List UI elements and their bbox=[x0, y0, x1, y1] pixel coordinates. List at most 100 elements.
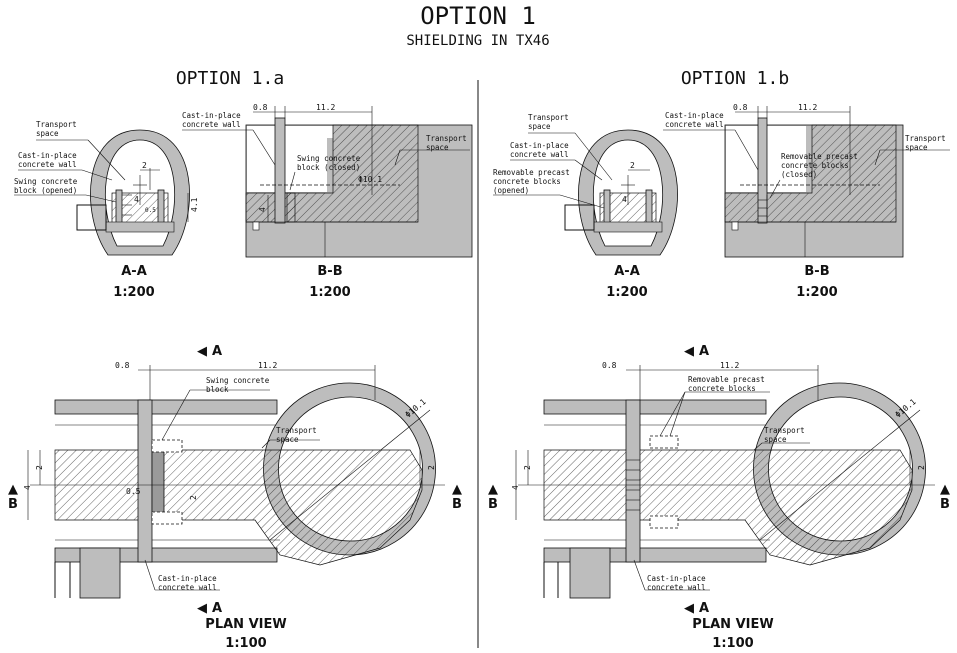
plan-b-dim-1: 0.8 bbox=[602, 361, 617, 370]
bb-b-label-6: Transport bbox=[905, 134, 946, 143]
plan-a-dim-4: 2 bbox=[35, 465, 44, 470]
option-b-section-bb: Cast-in-place concrete wall Removable pr… bbox=[663, 103, 950, 258]
plan-b-mark-a-bottom-label: A bbox=[699, 601, 709, 616]
bb-b-label-1: Cast-in-place bbox=[665, 111, 724, 120]
plan-b-mark-a-top: ◀ bbox=[684, 344, 694, 359]
plan-b-dim-4: 2 bbox=[523, 465, 532, 470]
bb-a-label-2: concrete wall bbox=[182, 120, 241, 129]
page-subtitle: SHIELDING IN TX46 bbox=[406, 33, 549, 49]
option-a-plan-name: PLAN VIEW bbox=[205, 617, 286, 632]
plan-a-mark-a-bottom-label: A bbox=[212, 601, 222, 616]
option-b-plan-name: PLAN VIEW bbox=[692, 617, 773, 632]
aa-a-dim-2: 4 bbox=[134, 195, 139, 204]
aa-a-dim-4: 0.5 bbox=[145, 207, 156, 214]
plan-b-dim-5: 4 bbox=[511, 485, 520, 490]
aa-a-label-2: space bbox=[36, 129, 59, 138]
plan-a-dim-6: 2 bbox=[427, 465, 436, 470]
plan-a-label-5: Cast-in-place bbox=[158, 574, 217, 583]
plan-a-dim-8: 2 bbox=[189, 495, 198, 500]
bb-a-dim-2: 11.2 bbox=[316, 103, 335, 112]
option-a-bb-name: B-B bbox=[317, 264, 342, 279]
aa-b-dim-1: 2 bbox=[630, 161, 635, 170]
plan-a-label-3: Transport bbox=[276, 426, 317, 435]
bb-b-label-2: concrete wall bbox=[665, 120, 724, 129]
plan-a-mark-a-top-label: A bbox=[212, 344, 222, 359]
bb-a-dim-1: 0.8 bbox=[253, 103, 268, 112]
plan-b-mark-b-right: ▲ bbox=[940, 482, 950, 497]
plan-a-label-2: block bbox=[206, 385, 229, 394]
aa-b-label-5: Removable precast bbox=[493, 168, 570, 177]
plan-b-label-1: Removable precast bbox=[688, 375, 765, 384]
aa-a-label-1: Transport bbox=[36, 120, 77, 129]
plan-b-label-2: concrete blocks bbox=[688, 384, 756, 393]
plan-b-dim-2: 11.2 bbox=[720, 361, 739, 370]
bb-a-label-1: Cast-in-place bbox=[182, 111, 241, 120]
plan-a-dim-2: 11.2 bbox=[258, 361, 277, 370]
option-b-plan-view: 0.8 11.2 Φ10.1 2 4 2 Removable precast c… bbox=[511, 361, 935, 599]
plan-a-mark-b-right-label: B bbox=[452, 497, 462, 512]
plan-b-mark-a-top-label: A bbox=[699, 344, 709, 359]
plan-b-mark-a-bottom: ◀ bbox=[684, 601, 694, 616]
option-a-plan-view: 0.8 11.2 Φ10.1 2 4 2 0.5 2 Swing concret… bbox=[23, 361, 445, 599]
aa-a-dim-1: 2 bbox=[142, 161, 147, 170]
aa-b-label-4: concrete wall bbox=[510, 150, 569, 159]
option-a-plan-scale: 1:100 bbox=[225, 636, 266, 651]
plan-a-label-1: Swing concrete bbox=[206, 376, 270, 385]
plan-a-dim-1: 0.8 bbox=[115, 361, 130, 370]
plan-b-label-4: space bbox=[764, 435, 787, 444]
aa-a-label-6: block (opened) bbox=[14, 186, 77, 195]
bb-a-label-4: block (closed) bbox=[297, 163, 360, 172]
plan-b-label-5: Cast-in-place bbox=[647, 574, 706, 583]
page-title: OPTION 1 bbox=[420, 2, 536, 30]
aa-b-dim-2: 4 bbox=[622, 195, 627, 204]
plan-a-mark-a-top: ◀ bbox=[197, 344, 207, 359]
option-b-aa-scale: 1:200 bbox=[606, 285, 647, 300]
plan-b-label-3: Transport bbox=[764, 426, 805, 435]
plan-a-mark-a-bottom: ◀ bbox=[197, 601, 207, 616]
aa-b-label-3: Cast-in-place bbox=[510, 141, 569, 150]
option-b-plan-scale: 1:100 bbox=[712, 636, 753, 651]
aa-b-label-1: Transport bbox=[528, 113, 569, 122]
option-a-title: OPTION 1.a bbox=[176, 68, 284, 89]
aa-a-label-4: concrete wall bbox=[18, 160, 77, 169]
plan-b-mark-b-right-label: B bbox=[940, 497, 950, 512]
option-b-section-aa: Transport space Cast-in-place concrete w… bbox=[493, 113, 678, 256]
option-a-aa-name: A-A bbox=[121, 264, 147, 279]
bb-a-label-5: Transport bbox=[426, 134, 467, 143]
option-a-section-aa: Transport space Cast-in-place concrete w… bbox=[14, 120, 199, 256]
aa-a-label-3: Cast-in-place bbox=[18, 151, 77, 160]
plan-a-label-4: space bbox=[276, 435, 299, 444]
plan-b-mark-b-left: ▲ bbox=[488, 482, 498, 497]
option-a-section-bb: Cast-in-place concrete wall Swing concre… bbox=[182, 103, 473, 258]
plan-b-label-6: concrete wall bbox=[647, 583, 706, 592]
plan-b-dim-6: 2 bbox=[917, 465, 926, 470]
bb-a-dim-3: Φ10.1 bbox=[358, 175, 382, 184]
aa-b-label-7: (opened) bbox=[493, 186, 529, 195]
bb-a-label-6: space bbox=[426, 143, 449, 152]
option-a-bb-scale: 1:200 bbox=[309, 285, 350, 300]
bb-b-label-4: concrete blocks bbox=[781, 161, 849, 170]
plan-a-mark-b-left: ▲ bbox=[8, 482, 18, 497]
option-b-bb-name: B-B bbox=[804, 264, 829, 279]
option-b-title: OPTION 1.b bbox=[681, 68, 789, 89]
bb-b-label-7: space bbox=[905, 143, 928, 152]
option-b-aa-name: A-A bbox=[614, 264, 640, 279]
bb-b-label-5: (closed) bbox=[781, 170, 817, 179]
plan-a-dim-5: 4 bbox=[23, 485, 32, 490]
bb-b-dim-2: 11.2 bbox=[798, 103, 817, 112]
bb-a-dim-4: 4 bbox=[258, 207, 267, 212]
plan-b-mark-b-left-label: B bbox=[488, 497, 498, 512]
plan-a-dim-7: 0.5 bbox=[126, 487, 141, 496]
plan-a-mark-b-left-label: B bbox=[8, 497, 18, 512]
plan-a-mark-b-right: ▲ bbox=[452, 482, 462, 497]
plan-a-label-6: concrete wall bbox=[158, 583, 217, 592]
bb-b-dim-1: 0.8 bbox=[733, 103, 748, 112]
aa-b-label-2: space bbox=[528, 122, 551, 131]
bb-a-label-3: Swing concrete bbox=[297, 154, 361, 163]
option-a-aa-scale: 1:200 bbox=[113, 285, 154, 300]
option-b-bb-scale: 1:200 bbox=[796, 285, 837, 300]
aa-b-label-6: concrete blocks bbox=[493, 177, 561, 186]
bb-b-label-3: Removable precast bbox=[781, 152, 858, 161]
aa-a-dim-3: 4.1 bbox=[190, 197, 199, 212]
